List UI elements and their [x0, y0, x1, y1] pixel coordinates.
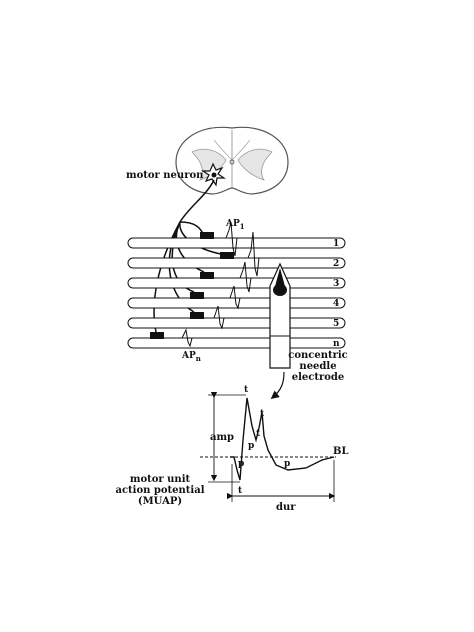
fiber-label: 1: [333, 239, 339, 249]
electrode-label-line-1: concentric: [288, 350, 348, 361]
fiber-label: n: [333, 339, 340, 349]
fiber-5: 5: [127, 317, 346, 329]
phase-label-lower: p: [238, 459, 244, 469]
fiber-label: 5: [333, 319, 339, 329]
electrode-label-line-3: electrode: [292, 372, 345, 383]
fiber-label: 3: [333, 279, 339, 289]
ap-last-label: APn: [181, 351, 201, 363]
fiber-2: 2: [127, 257, 346, 269]
axon-branches: [153, 179, 227, 333]
muap-waveform: [200, 391, 336, 502]
motor-neuron-label: motor neuron: [126, 170, 204, 181]
action-potential-traces: [176, 221, 270, 348]
endplates: [150, 232, 234, 339]
ap-first-label: AP1: [225, 219, 245, 231]
electrode-label-line-2: needle: [299, 361, 336, 372]
fiber-4: 4: [127, 297, 346, 309]
muap-label-line-1: motor unit: [130, 474, 191, 485]
amplitude-label: amp: [210, 432, 234, 443]
fiber-3: 3: [127, 277, 346, 289]
fiber-n: n: [127, 337, 346, 349]
turn-label-upper: t: [260, 409, 265, 419]
fiber-label: 2: [333, 259, 339, 269]
turn-label-top: t: [244, 385, 249, 395]
phase-label-right: p: [284, 459, 290, 469]
baseline-label: BL: [333, 446, 348, 457]
motor-neuron-icon: [201, 162, 226, 187]
spinal-cord-section: [175, 126, 289, 195]
fiber-label: 4: [333, 299, 339, 309]
turn-label-mid: t: [256, 429, 261, 439]
phase-label-upper: p: [248, 441, 254, 451]
turn-label-bottom: t: [238, 486, 243, 496]
needle-electrode: [269, 262, 291, 369]
muap-label-line-3: (MUAP): [138, 496, 182, 507]
duration-label: dur: [276, 502, 296, 513]
muap-label-line-2: action potential: [115, 485, 204, 496]
muap-trace: [230, 397, 335, 481]
electrode-arrow: [270, 371, 285, 400]
